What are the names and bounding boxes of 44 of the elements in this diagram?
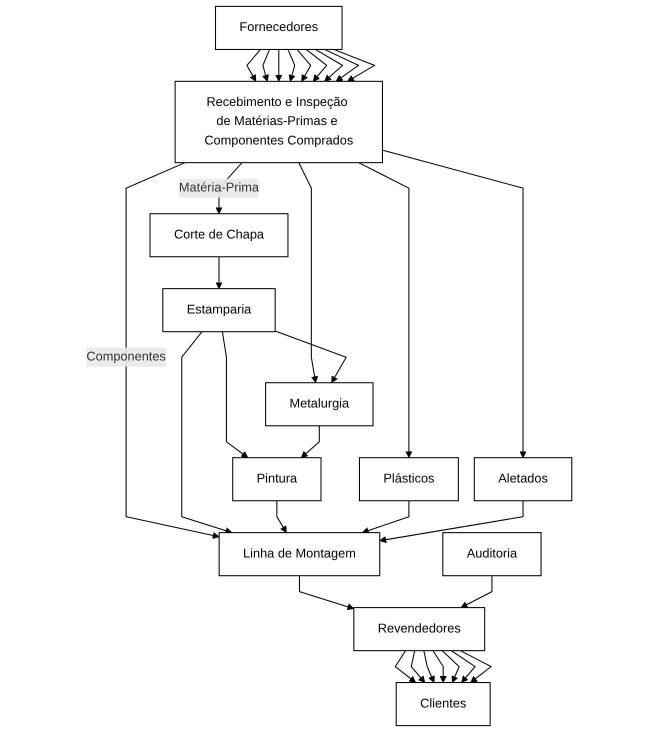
arrow	[442, 650, 460, 683]
arrow	[334, 48, 376, 82]
node-box: Aletados	[474, 457, 573, 502]
arrow	[301, 426, 320, 458]
node-box: Corte de Chapa	[150, 213, 289, 258]
arrow	[362, 500, 410, 534]
node-box: Plásticos	[359, 457, 460, 502]
arrow	[380, 500, 524, 544]
arrow	[276, 49, 283, 82]
arrow	[424, 650, 436, 683]
node-box: Estamparia	[162, 288, 276, 332]
arrow	[298, 162, 318, 384]
node-box: Revendedores	[354, 607, 486, 652]
node-box: Linha de Montagem	[219, 532, 381, 576]
arrow	[432, 650, 448, 683]
node-box: Auditoria	[442, 532, 542, 576]
arrow	[126, 162, 220, 539]
arrow	[299, 576, 355, 610]
arrow	[324, 48, 360, 82]
arrow	[358, 162, 413, 458]
arrow	[316, 48, 344, 82]
arrow	[275, 330, 348, 384]
arrow	[451, 650, 476, 683]
arrow	[216, 256, 223, 289]
node-box: Recebimento e Inspeção de Matérias-Primas e Componentes Comprados	[175, 80, 384, 164]
arrow	[182, 331, 233, 534]
arrow	[460, 650, 492, 683]
arrow	[288, 49, 296, 82]
arrow	[246, 49, 262, 82]
arrow	[382, 150, 527, 458]
arrow	[262, 49, 271, 82]
node-box: Metalurgia	[266, 382, 374, 426]
edge-label: Matéria-Prima	[179, 181, 260, 195]
arrow	[411, 650, 426, 683]
arrow	[461, 576, 493, 608]
edge-label: Componentes	[86, 350, 166, 364]
arrow	[306, 49, 328, 82]
node-box: Fornecedores	[215, 6, 343, 50]
node-box: Pintura	[232, 457, 322, 502]
arrow	[395, 650, 416, 683]
arrow	[276, 500, 288, 533]
node-box: Clientes	[396, 682, 492, 726]
arrow	[222, 332, 249, 458]
arrow	[297, 49, 312, 82]
